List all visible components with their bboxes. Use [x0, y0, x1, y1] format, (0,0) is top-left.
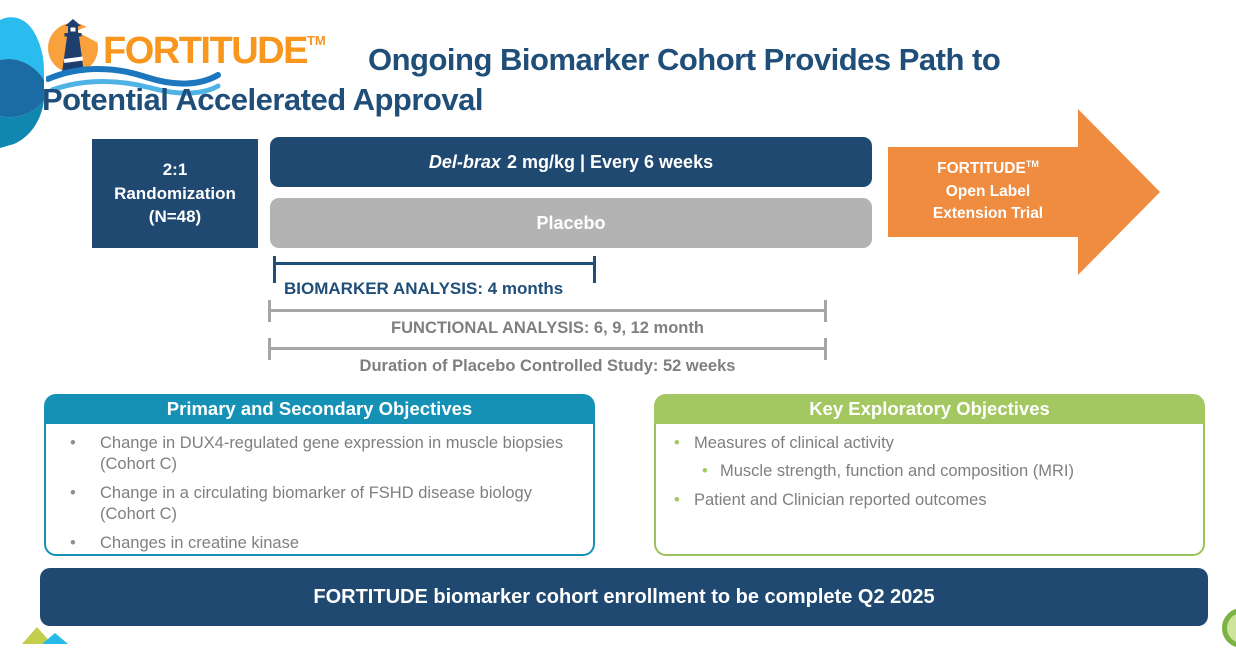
duration-bracket: [268, 338, 827, 360]
exploratory-objectives-header: Key Exploratory Objectives: [654, 394, 1205, 424]
primary-objectives-header: Primary and Secondary Objectives: [44, 394, 595, 424]
slide-title-line2: Potential Accelerated Approval: [42, 82, 483, 117]
exploratory-objectives-card: Key Exploratory Objectives Measures of c…: [654, 394, 1205, 556]
trademark-symbol: TM: [306, 33, 326, 48]
primary-objectives-card: Primary and Secondary Objectives Change …: [44, 394, 595, 556]
list-item: Change in DUX4-regulated gene expression…: [54, 433, 585, 476]
extension-arrow-icon: [888, 109, 1160, 275]
list-item: Changes in creatine kinase: [54, 533, 585, 555]
dose-schedule: 2 mg/kg | Every 6 weeks: [506, 151, 714, 172]
cyan-triangle-decoration-icon: [42, 633, 68, 644]
primary-objectives-list: Change in DUX4-regulated gene expression…: [54, 433, 585, 555]
enrollment-banner: FORTITUDE biomarker cohort enrollment to…: [40, 568, 1208, 626]
study-duration-label: Duration of Placebo Controlled Study: 52…: [359, 357, 736, 375]
randomization-box: 2:1 Randomization (N=48): [92, 139, 258, 248]
ribbon-decoration-icon: [0, 17, 44, 148]
biomarker-bracket: [273, 256, 596, 283]
arrow-line2: Open Label: [945, 182, 1031, 200]
arrow-trademark: TM: [1025, 159, 1039, 170]
fortitude-logo: FORTITUDETM: [46, 19, 366, 103]
delbrax-arm-bar: Del-brax 2 mg/kg | Every 6 weeks: [270, 137, 872, 187]
placebo-arm-bar: Placebo: [270, 198, 872, 248]
drug-name: Del-brax: [428, 151, 501, 172]
arrow-line3: Extension Trial: [932, 205, 1044, 223]
brand-name: FORTITUDETM: [103, 30, 326, 72]
arrow-trial-name: FORTITUDE: [937, 160, 1026, 178]
exploratory-objectives-list: Measures of clinical activity Muscle str…: [664, 433, 1195, 512]
randomization-n: (N=48): [148, 207, 202, 227]
biomarker-analysis-label: BIOMARKER ANALYSIS: 4 months: [284, 279, 564, 298]
list-item: Patient and Clinician reported outcomes: [664, 490, 1195, 512]
placebo-label: Placebo: [536, 212, 606, 233]
list-item: Measures of clinical activity: [664, 433, 1195, 455]
green-circle-decoration-icon: [1222, 608, 1236, 648]
list-item: Change in a circulating biomarker of FSH…: [54, 483, 585, 526]
extension-trial-label: FORTITUDETM Open Label Extension Trial: [898, 150, 1078, 234]
randomization-label: Randomization: [114, 183, 236, 203]
lighthouse-icon: [46, 19, 221, 96]
functional-analysis-label: FUNCTIONAL ANALYSIS: 6, 9, 12 month: [391, 319, 704, 337]
functional-bracket: [268, 300, 827, 322]
slide-title-line1: Ongoing Biomarker Cohort Provides Path t…: [368, 42, 1001, 77]
list-subitem: Muscle strength, function and compositio…: [664, 461, 1195, 483]
enrollment-banner-text: FORTITUDE biomarker cohort enrollment to…: [313, 585, 935, 608]
randomization-ratio: 2:1: [162, 159, 188, 179]
